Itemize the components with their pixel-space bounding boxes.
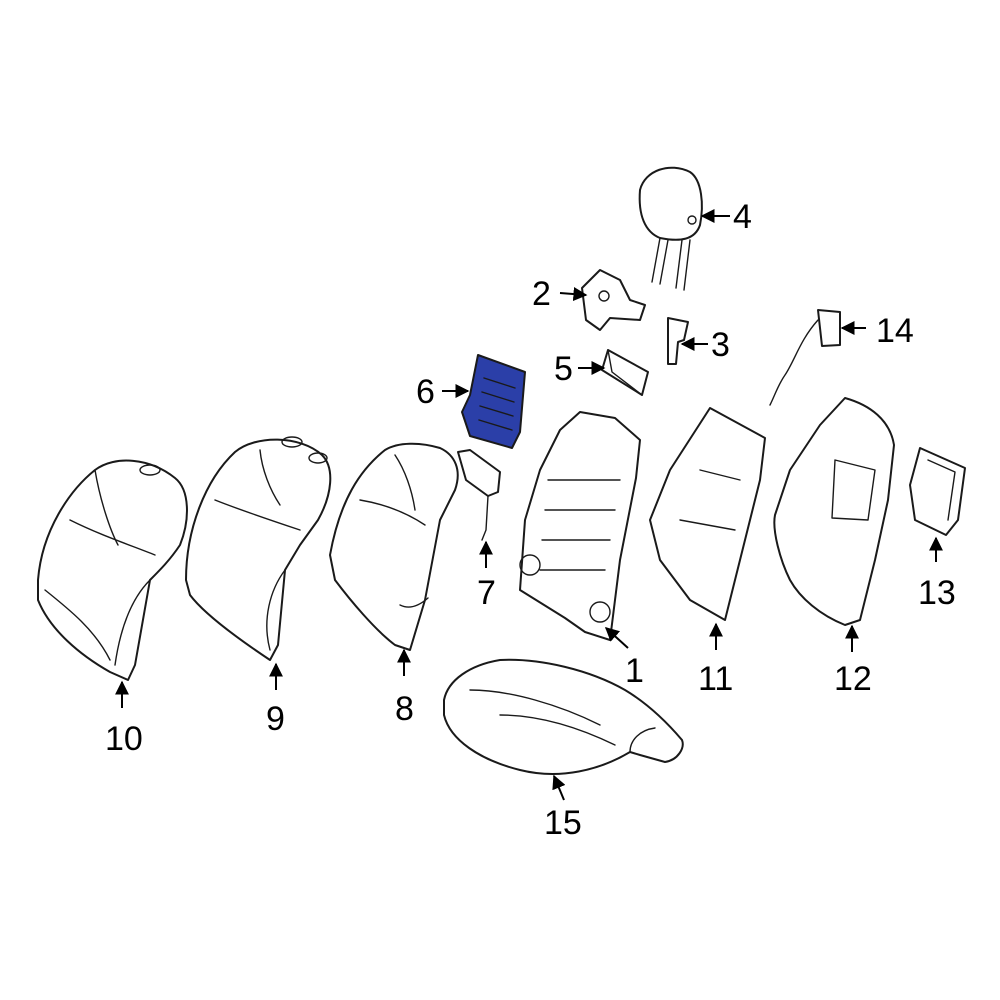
part-12-rear-trim[interactable] [773, 397, 895, 626]
part-3-headrest-guide[interactable] [667, 317, 689, 365]
callout-1: 1 [625, 652, 644, 690]
part-1-seatback-frame[interactable] [519, 411, 641, 641]
callout-13: 13 [918, 574, 956, 612]
part-2-recliner-mechanism[interactable] [581, 269, 646, 331]
callout-6: 6 [416, 373, 435, 411]
callout-10: 10 [105, 720, 143, 758]
callout-7: 7 [477, 574, 496, 612]
part-7-lumbar-switch[interactable] [457, 449, 501, 541]
callout-11: 11 [698, 660, 733, 698]
part-15-seat-cushion[interactable] [443, 658, 684, 775]
leader-15 [552, 774, 566, 801]
part-8-seatback-pad[interactable] [329, 442, 459, 651]
part-9-seatback-cover[interactable] [185, 436, 332, 661]
part-4-headrest[interactable] [638, 166, 703, 291]
callout-5: 5 [554, 350, 573, 388]
part-14-wiring-harness[interactable] [769, 309, 841, 406]
callout-9: 9 [266, 700, 285, 738]
part-10-seatback-cover[interactable] [37, 459, 188, 681]
part-11-back-panel[interactable] [649, 407, 766, 621]
callout-4: 4 [733, 198, 752, 236]
part-5-bracket[interactable] [601, 349, 649, 396]
part-6-lumbar-panel[interactable] [461, 354, 526, 449]
leader-1 [604, 627, 629, 649]
callout-14: 14 [876, 312, 914, 350]
callout-12: 12 [834, 660, 872, 698]
callout-15: 15 [544, 804, 582, 842]
callout-8: 8 [395, 690, 414, 728]
leader-2 [559, 287, 588, 302]
callout-2: 2 [532, 275, 551, 313]
callout-3: 3 [711, 326, 730, 364]
part-13-trim-cover[interactable] [909, 447, 966, 536]
